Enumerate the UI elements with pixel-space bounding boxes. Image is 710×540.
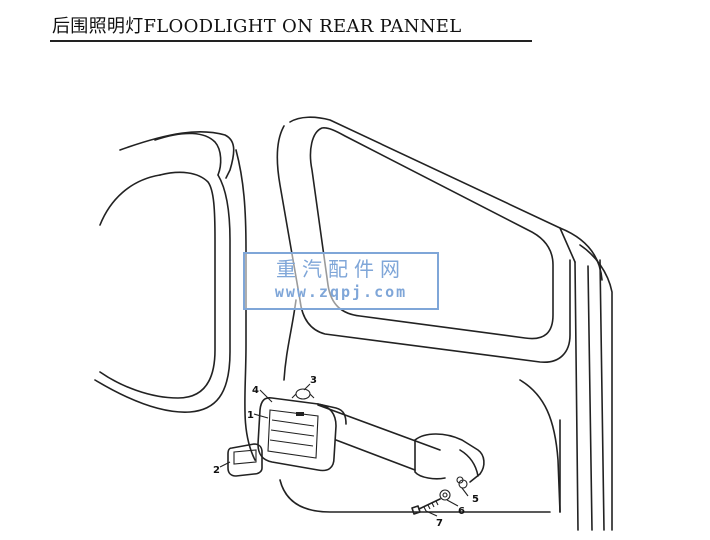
callout-leaders: [219, 383, 469, 517]
watermark-url-text: www.zqpj.com: [274, 283, 408, 301]
watermark: 重汽配件网 www.zqpj.com: [243, 252, 439, 310]
callout-3: 3: [310, 375, 317, 386]
page-title: 后围照明灯FLOODLIGHT ON REAR PANNEL: [52, 16, 462, 37]
callout-7: 7: [436, 518, 443, 529]
switch-part: [227, 443, 263, 477]
watermark-cn-text: 重汽配件网: [276, 257, 406, 281]
callout-6: 6: [458, 506, 465, 517]
callout-5: 5: [472, 494, 479, 505]
rear-cab-panel: [276, 116, 613, 531]
callout-4: 4: [252, 385, 259, 396]
left-cab-panel: [94, 130, 551, 513]
callout-1: 1: [247, 410, 254, 421]
floodlight-lamp: [257, 397, 347, 472]
callout-2: 2: [213, 465, 220, 476]
lamp-bracket: [317, 404, 485, 484]
title-underline: [50, 40, 532, 42]
fastener-parts: [411, 479, 468, 515]
bulb-part: [291, 388, 315, 400]
